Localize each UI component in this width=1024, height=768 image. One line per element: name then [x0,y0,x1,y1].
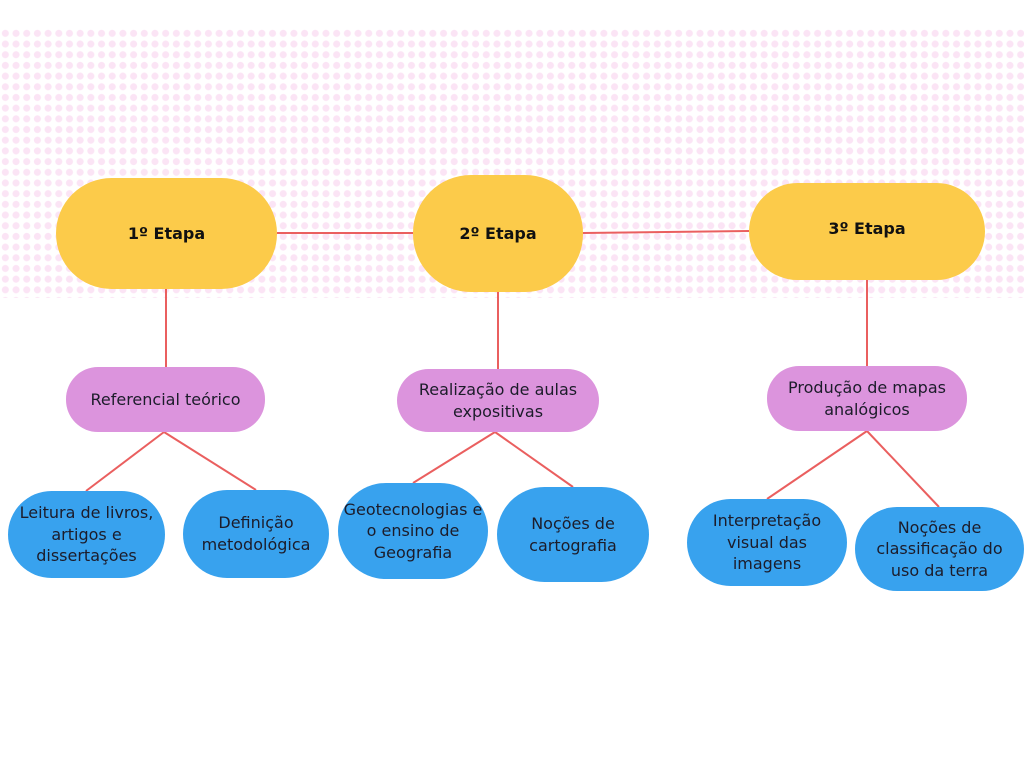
leaf-leitura-node: Leitura de livros, artigos e dissertaçõe… [8,491,165,578]
stage-3-label: 3º Etapa [828,218,906,238]
topic-referencial-label: Referencial teórico [90,389,241,409]
connector-topic1-leaf1 [85,431,165,492]
connector-topic1-leaf2 [163,431,257,491]
stage-2-label: 2º Etapa [459,223,537,243]
stage-2-node: 2º Etapa [413,175,583,292]
topic-mapas-label: Produção de mapas analógicos [788,377,946,419]
connector-stage2-stage3 [582,230,750,234]
stage-1-label: 1º Etapa [127,223,206,243]
connector-topic3-leaf5 [766,430,868,500]
stage-3-node: 3º Etapa [749,183,985,280]
connector-topic3-leaf6 [866,430,940,508]
leaf-cartografia-label: Noções de cartografia [529,513,617,555]
topic-mapas-node: Produção de mapas analógicos [767,366,967,431]
leaf-cartografia-node: Noções de cartografia [497,487,649,582]
topic-referencial-node: Referencial teórico [66,367,265,432]
topic-aulas-label: Realização de aulas expositivas [418,379,578,421]
leaf-definicao-label: Definição metodológica [201,513,311,554]
leaf-classificacao-node: Noções de classificação do uso da terra [855,507,1024,591]
leaf-classificacao-label: Noções de classificação do uso da terra [876,517,1003,580]
connector-topic2-leaf3 [412,431,496,484]
leaf-interpretacao-label: Interpretação visual das imagens [712,511,822,574]
leaf-leitura-label: Leitura de livros, artigos e dissertaçõe… [19,503,154,566]
connector-topic2-leaf4 [494,431,574,488]
leaf-definicao-node: Definição metodológica [183,490,329,578]
topic-aulas-node: Realização de aulas expositivas [397,369,599,432]
leaf-geotecnologias-label: Geotecnologias e o ensino de Geografia [343,499,483,562]
leaf-geotecnologias-node: Geotecnologias e o ensino de Geografia [338,483,488,579]
stage-1-node: 1º Etapa [56,178,277,289]
leaf-interpretacao-node: Interpretação visual das imagens [687,499,847,586]
